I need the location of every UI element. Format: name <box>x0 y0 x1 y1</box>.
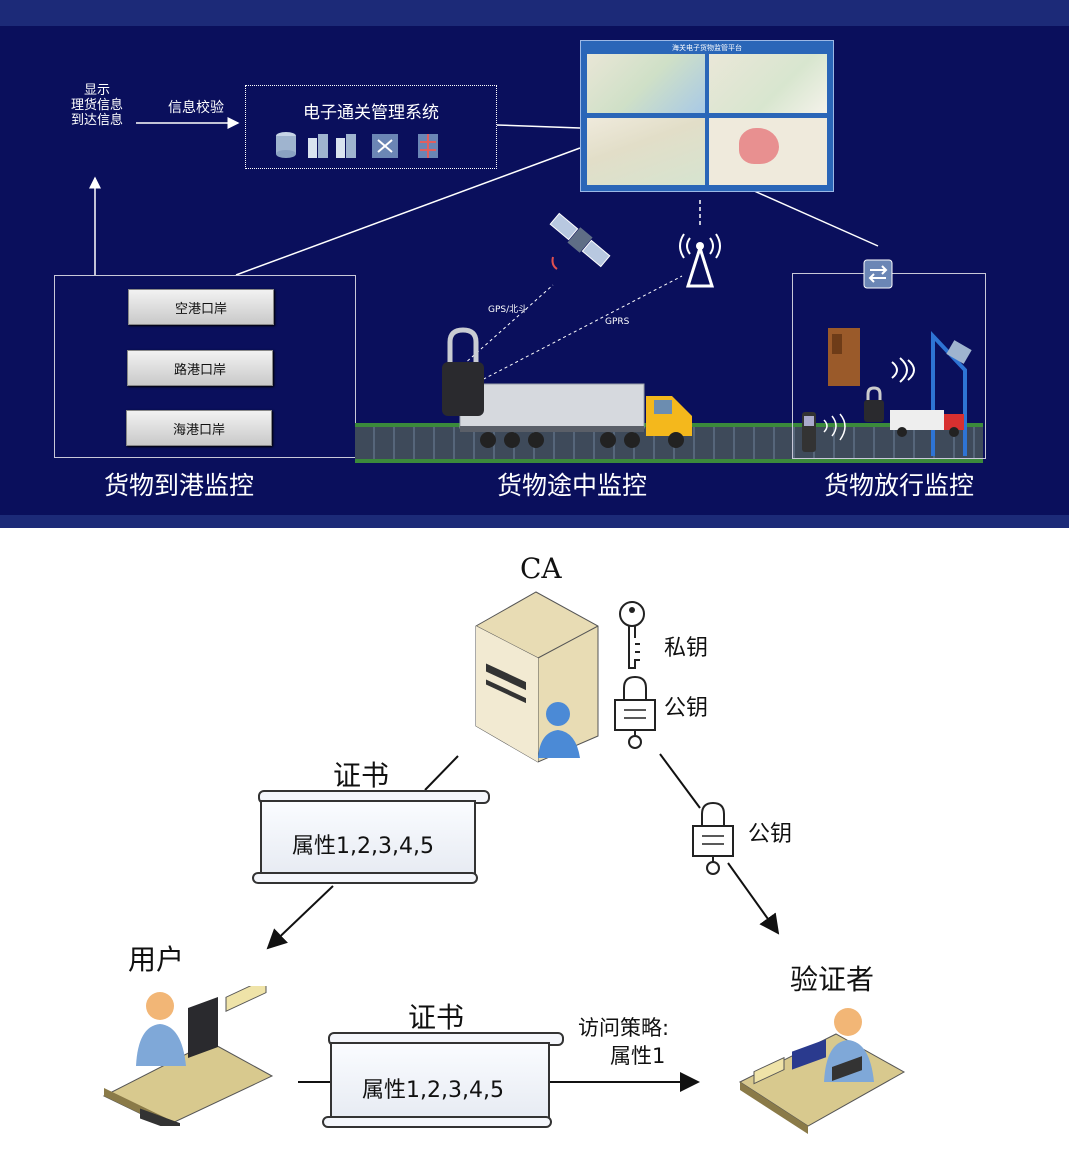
switch-icon <box>372 134 398 158</box>
customs-monitoring-panel: 显示 理货信息 到达信息 信息校验 电子通关管理系统 海关电子货物监管平台 <box>0 0 1069 528</box>
satellite-icon <box>549 212 611 270</box>
verifier-label: 验证者 <box>790 963 875 996</box>
scroll-body <box>260 800 476 880</box>
public-key-label-2: 公钥 <box>748 822 793 847</box>
user-badge-icon <box>538 702 580 758</box>
gate-pole-icon <box>931 330 972 456</box>
certificate-flow-lines <box>266 753 780 1092</box>
public-key-lock-icon <box>614 675 656 749</box>
person-icon <box>136 992 186 1066</box>
firewall-icon <box>418 134 438 158</box>
wireless-signal-icon <box>891 357 915 383</box>
router-icon <box>863 259 893 289</box>
bottom-band <box>0 515 1069 528</box>
display-info-text: 显示 理货信息 到达信息 <box>70 83 123 128</box>
air-port-button[interactable]: 空港口岸 <box>128 289 274 325</box>
arrival-monitoring-caption: 货物到港监控 <box>104 471 255 500</box>
certificate-title-2: 证书 <box>408 1001 465 1034</box>
connector-lines <box>89 117 879 383</box>
cell-tower-icon <box>679 233 721 288</box>
public-key-lock-icon <box>692 801 734 875</box>
platform-title: 海关电子货物监管平台 <box>672 44 742 52</box>
sea-port-button[interactable]: 海港口岸 <box>126 410 272 446</box>
user-label: 用户 <box>128 943 185 976</box>
info-check-label: 信息校验 <box>168 100 224 116</box>
gps-label: GPS/北斗 <box>488 305 528 315</box>
certificate-attributes-2: 属性1,2,3,4,5 <box>362 1078 504 1103</box>
reader-cabinet-icon <box>828 328 860 386</box>
access-policy-attribute: 属性1 <box>610 1044 666 1068</box>
user-workstation-icon <box>102 986 274 1126</box>
certificate-attributes-1: 属性1,2,3,4,5 <box>292 834 434 859</box>
road-port-button[interactable]: 路港口岸 <box>127 350 273 386</box>
highlight-region <box>739 128 779 164</box>
ports-box <box>54 275 356 458</box>
private-key-label: 私钥 <box>664 636 709 661</box>
server-tower-icon <box>336 134 356 158</box>
database-icon <box>276 132 296 158</box>
server-tower-icon <box>308 134 328 158</box>
monitoring-platform-screen: 海关电子货物监管平台 <box>580 40 834 192</box>
map-panel <box>709 118 827 185</box>
map-panel <box>587 54 705 113</box>
certificate-scroll-1: 属性1,2,3,4,5 <box>252 788 490 884</box>
customs-system-title: 电子通关管理系统 <box>303 103 439 123</box>
scroll-bottom-roll <box>252 872 478 884</box>
small-truck-icon <box>890 410 964 437</box>
certificate-title-1: 证书 <box>333 759 390 792</box>
scroll-body <box>330 1042 550 1124</box>
truck-icon <box>459 383 692 448</box>
ca-label: CA <box>520 552 562 585</box>
customs-system-box: 电子通关管理系统 <box>245 85 497 169</box>
public-key-label-1: 公钥 <box>664 696 709 721</box>
transit-monitoring-caption: 货物途中监控 <box>497 471 648 500</box>
electronic-lock-icon <box>442 327 484 416</box>
ca-server-icon <box>475 591 599 763</box>
lock-small-icon <box>864 386 884 422</box>
map-panel <box>587 118 705 185</box>
private-key-icon <box>619 601 645 669</box>
release-monitoring-caption: 货物放行监控 <box>824 471 975 500</box>
scroll-bottom-roll <box>322 1116 552 1128</box>
server-icons <box>276 132 438 158</box>
top-band <box>0 0 1069 26</box>
access-policy-label: 访问策略: <box>578 1016 670 1040</box>
verifier-workstation-icon <box>738 1008 906 1134</box>
map-panel <box>709 54 827 113</box>
gprs-label: GPRS <box>605 317 630 327</box>
certificate-scroll-2: 属性1,2,3,4,5 <box>322 1030 564 1128</box>
handheld-scanner-icon <box>802 412 846 452</box>
